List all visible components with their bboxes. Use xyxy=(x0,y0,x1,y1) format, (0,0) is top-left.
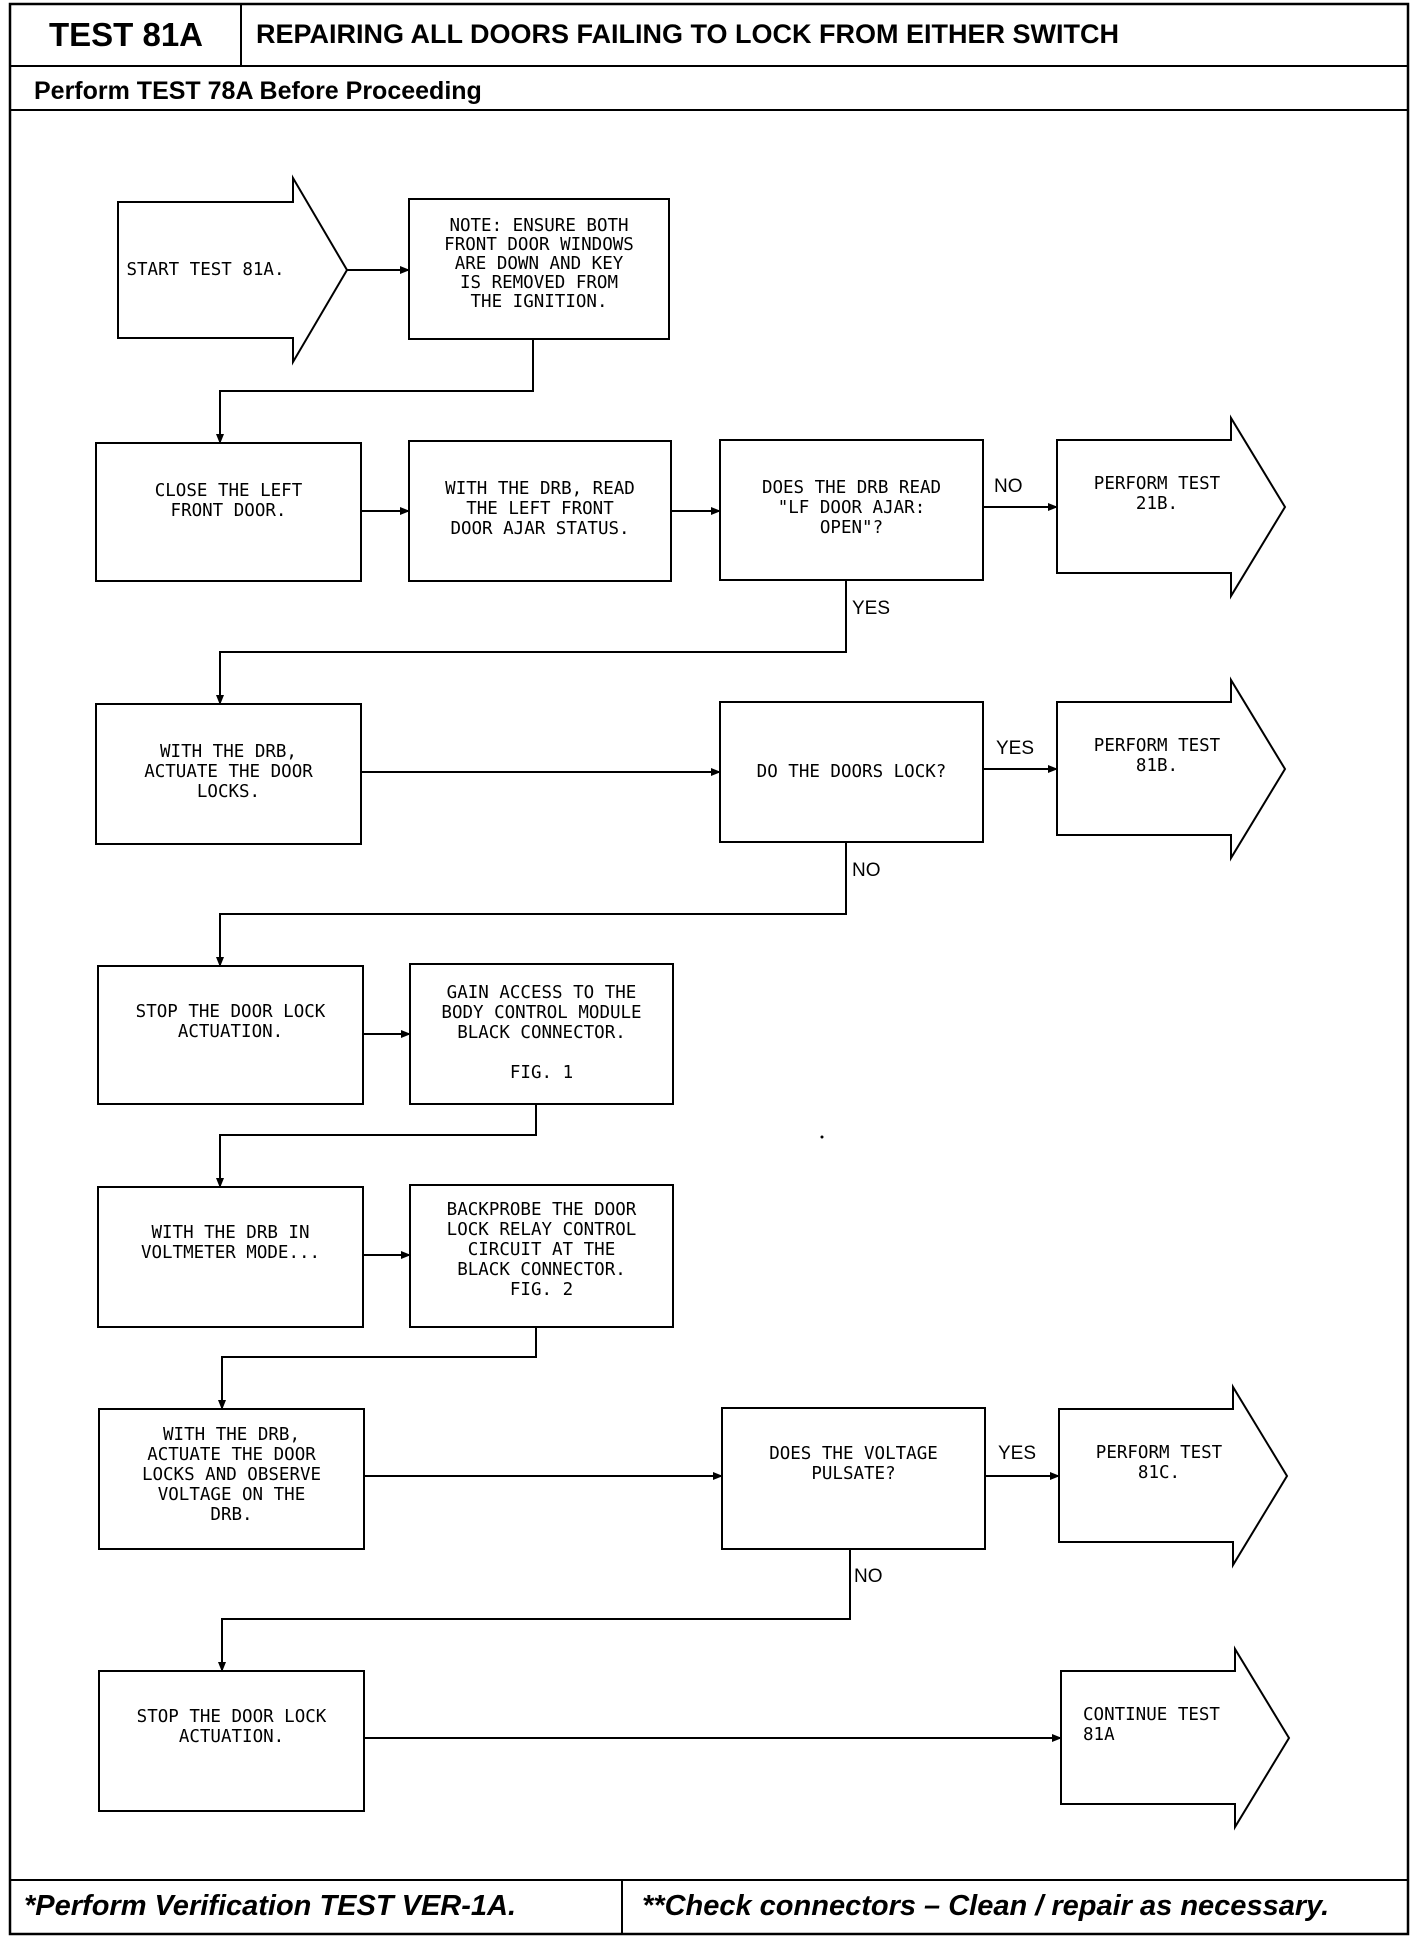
connector-decision-lock-no-to-stop xyxy=(216,842,847,967)
footer-verification-note: *Perform Verification TEST VER-1A. xyxy=(24,1890,517,1922)
page-title: REPAIRING ALL DOORS FAILING TO LOCK FROM… xyxy=(256,19,1119,49)
connector-note-to-close-door xyxy=(216,339,534,444)
goto-81c-arrow-shape xyxy=(1058,1383,1289,1569)
goto-test-81b: PERFORM TEST 81B. xyxy=(1093,736,1221,776)
connector-decision-voltage-no-to-stop xyxy=(218,1549,851,1672)
actuate-locks-step: WITH THE DRB, ACTUATE THE DOOR LOCKS. xyxy=(144,742,313,802)
page-border xyxy=(8,2,1410,1936)
start-arrow-shape xyxy=(117,174,349,366)
stop-actuation-step-1: STOP THE DOOR LOCK ACTUATION. xyxy=(135,1002,326,1042)
goto-test-21b: PERFORM TEST 21B. xyxy=(1093,474,1221,514)
actuate-observe-step: WITH THE DRB, ACTUATE THE DOOR LOCKS AND… xyxy=(141,1425,322,1525)
actuate-observe-box-shape xyxy=(98,1408,365,1550)
branch-label-no-lock: NO xyxy=(852,860,881,881)
branch-label-no-ajar: NO xyxy=(994,476,1023,497)
prerequisite-note: Perform TEST 78A Before Proceeding xyxy=(34,77,482,105)
stop-actuation-step-2: STOP THE DOOR LOCK ACTUATION. xyxy=(136,1707,327,1747)
goto-test-81c: PERFORM TEST 81C. xyxy=(1095,1443,1223,1483)
actuate-locks-box-shape xyxy=(95,703,362,845)
start-step: START TEST 81A. xyxy=(126,260,285,280)
note-step: NOTE: ENSURE BOTH FRONT DOOR WINDOWS ARE… xyxy=(444,216,634,312)
connector-backprobe-to-actuate-observe xyxy=(218,1327,537,1410)
connector-decision-yes-to-actuate xyxy=(216,580,847,705)
branch-label-yes-voltage: YES xyxy=(998,1443,1037,1464)
branch-label-yes-lock: YES xyxy=(996,738,1035,759)
close-door-step: CLOSE THE LEFT FRONT DOOR. xyxy=(154,481,303,521)
backprobe-step: BACKPROBE THE DOOR LOCK RELAY CONTROL CI… xyxy=(446,1200,637,1300)
decision-voltage: DOES THE VOLTAGE PULSATE? xyxy=(769,1444,938,1484)
continue-test-81a: CONTINUE TEST 81A xyxy=(1083,1705,1220,1745)
stop-actuation-2-box-shape xyxy=(98,1670,365,1812)
connector-gain-to-voltmeter xyxy=(216,1104,537,1188)
branch-label-no-voltage: NO xyxy=(854,1566,883,1587)
footer-connector-note: **Check connectors – Clean / repair as n… xyxy=(642,1890,1330,1922)
continue-81a-arrow-shape xyxy=(1060,1645,1291,1831)
decision-ajar: DOES THE DRB READ "LF DOOR AJAR: OPEN"? xyxy=(761,478,942,538)
test-id: TEST 81A xyxy=(48,16,204,53)
voltmeter-mode-step: WITH THE DRB IN VOLTMETER MODE... xyxy=(140,1223,321,1263)
read-ajar-step: WITH THE DRB, READ THE LEFT FRONT DOOR A… xyxy=(445,479,635,539)
branch-label-yes-ajar: YES xyxy=(852,598,891,619)
decision-lock: DO THE DOORS LOCK? xyxy=(756,762,947,782)
goto-81b-arrow-shape xyxy=(1056,676,1287,862)
voltmeter-mode-box-shape xyxy=(97,1186,364,1328)
gain-access-step: GAIN ACCESS TO THE BODY CONTROL MODULE B… xyxy=(441,983,642,1083)
stray-dot xyxy=(820,1135,824,1139)
goto-21b-arrow-shape xyxy=(1056,414,1287,600)
